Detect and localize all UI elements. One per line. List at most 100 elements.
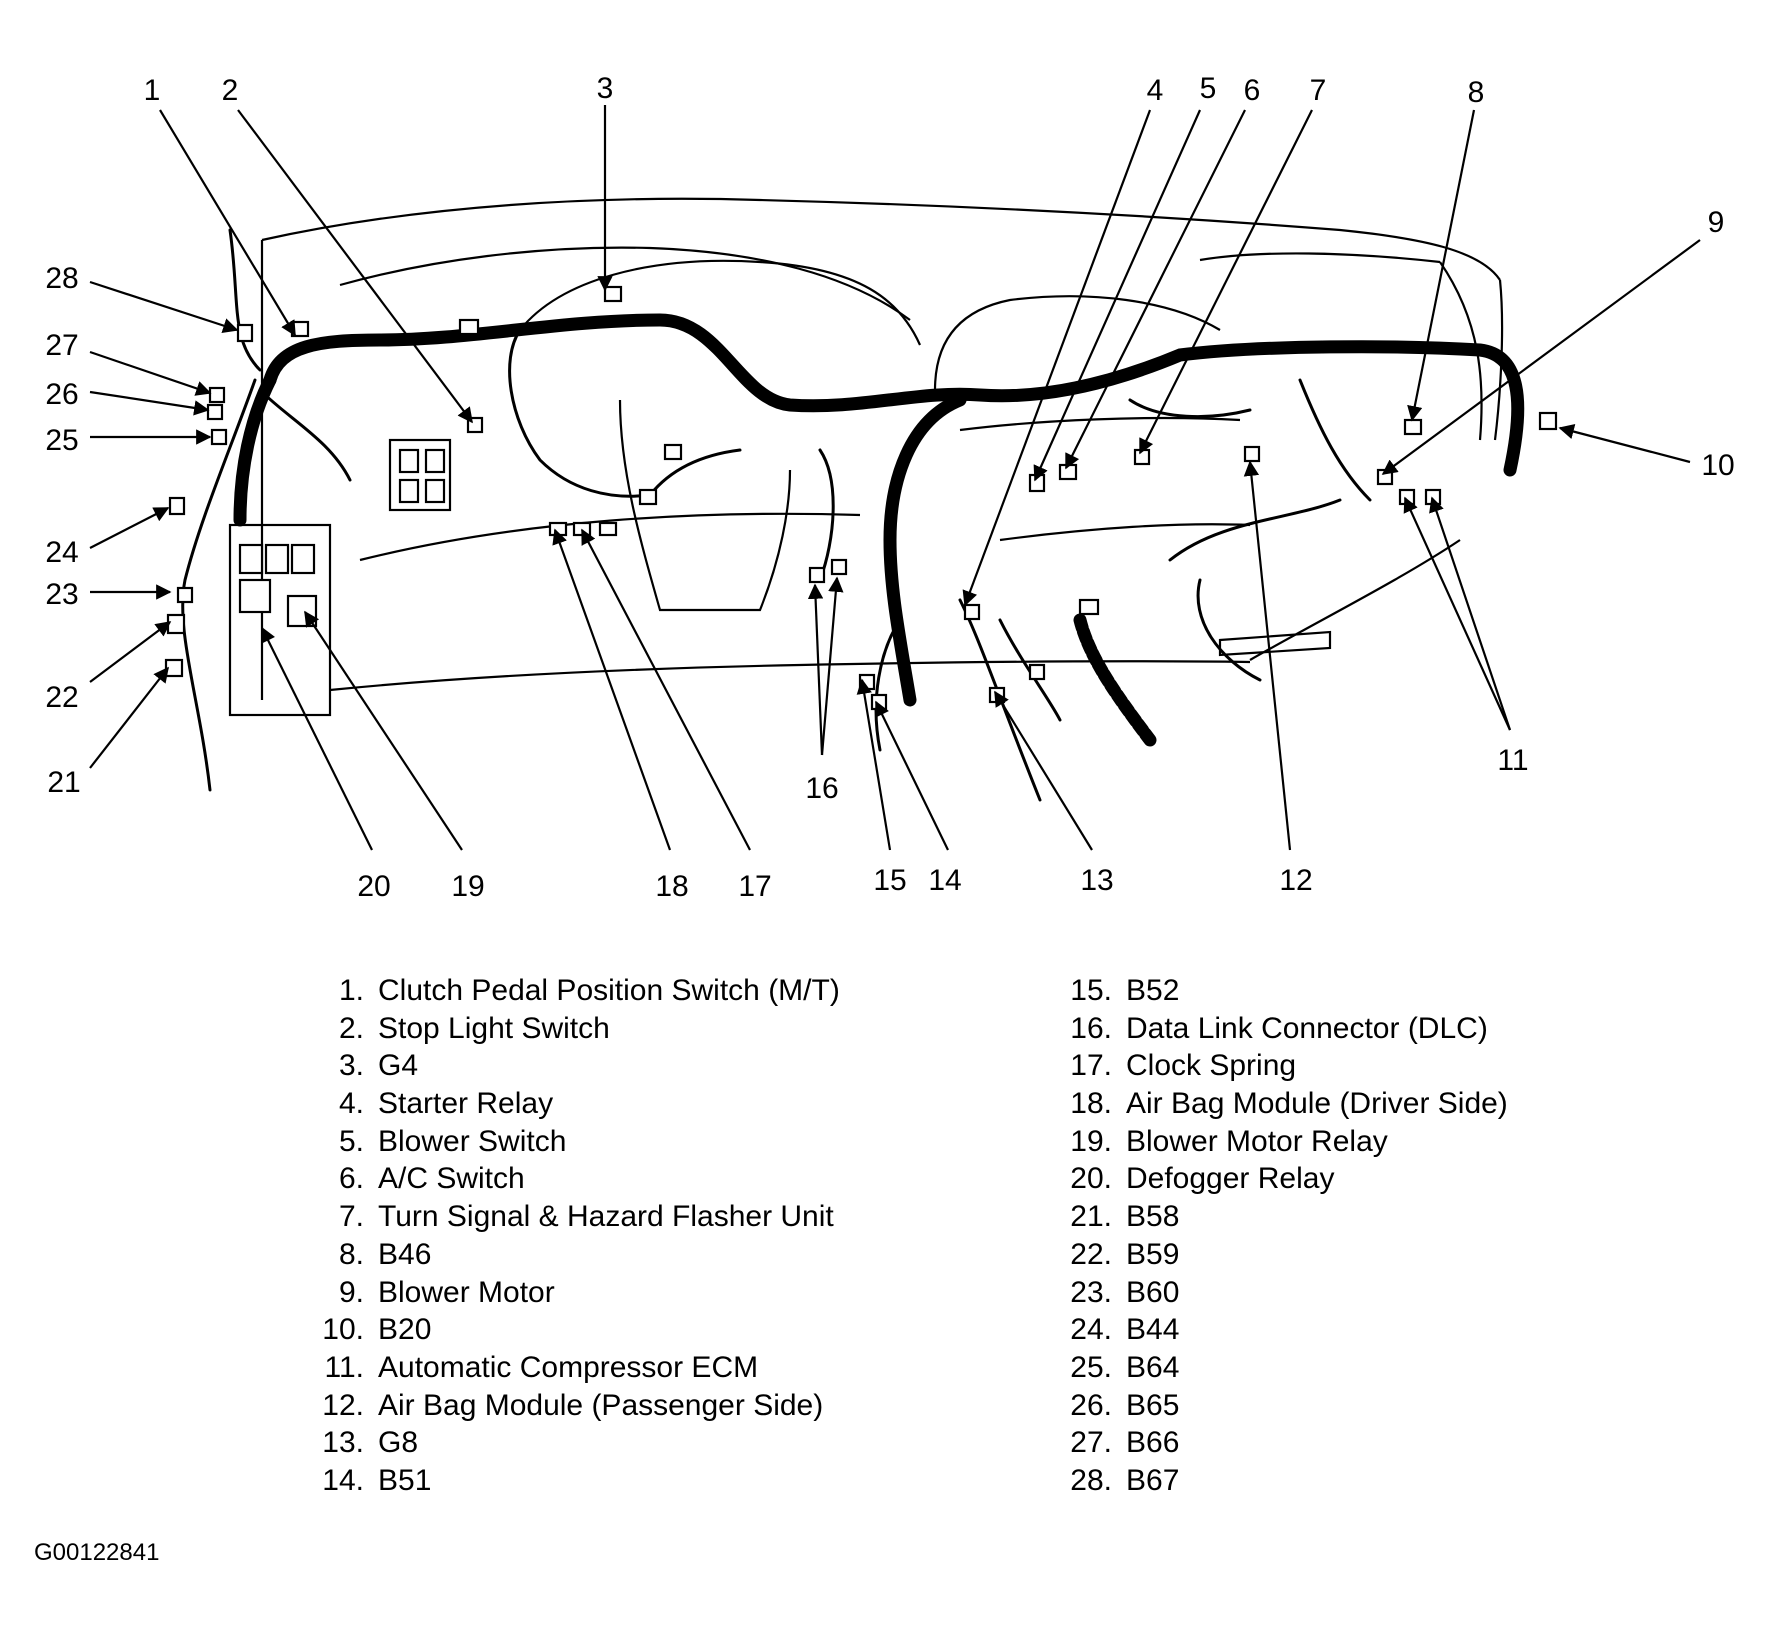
legend-number: 27.: [1070, 1426, 1112, 1460]
legend-number: 7.: [338, 1200, 364, 1234]
legend-number: 19.: [1070, 1124, 1112, 1158]
callout-4: 4: [1147, 74, 1164, 107]
legend-number: 10.: [322, 1313, 364, 1347]
legend-label: B65: [1126, 1388, 1180, 1422]
legend-number: 6.: [338, 1162, 364, 1196]
legend-number: 28.: [1070, 1463, 1112, 1497]
legend-label: G4: [378, 1049, 419, 1083]
legend-label: B44: [1126, 1313, 1180, 1347]
legend-item: 20.Defogger Relay: [1070, 1160, 1508, 1198]
callout-1: 1: [144, 74, 161, 107]
callout-13: 13: [1080, 864, 1113, 897]
callout-7: 7: [1310, 74, 1327, 107]
legend-item: 8. B46: [339, 1236, 840, 1274]
legend-label: Defogger Relay: [1126, 1162, 1335, 1196]
legend-label: Air Bag Module (Driver Side): [1126, 1087, 1508, 1121]
legend-label: B59: [1126, 1237, 1180, 1271]
legend-right-column: 15.B52 16.Data Link Connector (DLC) 17. C…: [1070, 972, 1508, 1500]
legend-item: 6.A/C Switch: [339, 1160, 840, 1198]
callout-17: 17: [738, 870, 771, 903]
legend-label: Blower Motor: [378, 1275, 555, 1309]
legend-item: 14.B51: [322, 1462, 840, 1500]
legend-item: 4. Starter Relay: [339, 1085, 840, 1123]
legend-item: 28. B67: [1070, 1462, 1508, 1500]
legend-item: 22. B59: [1070, 1236, 1508, 1274]
legend-item: 11. Automatic Compressor ECM: [325, 1349, 840, 1387]
legend-number: 12.: [322, 1388, 364, 1422]
legend-number: 15.: [1070, 974, 1112, 1007]
callout-10: 10: [1701, 449, 1734, 482]
legend-number: 1.: [338, 974, 364, 1007]
legend-item: 12. Air Bag Module (Passenger Side): [322, 1387, 840, 1425]
legend-number: 13.: [322, 1426, 364, 1460]
legend-label: Blower Switch: [378, 1124, 567, 1158]
callout-12: 12: [1279, 864, 1312, 897]
legend-label: B67: [1126, 1463, 1180, 1497]
legend-label: Air Bag Module (Passenger Side): [378, 1388, 824, 1422]
callout-20: 20: [357, 870, 390, 903]
callout-18: 18: [655, 870, 688, 903]
legend-number: 22.: [1070, 1237, 1112, 1271]
legend-number: 9.: [338, 1275, 364, 1309]
callout-27: 27: [45, 329, 78, 362]
legend-number: 3.: [338, 1049, 364, 1083]
legend-number: 25.: [1070, 1350, 1112, 1384]
callout-23: 23: [45, 578, 78, 611]
legend-item: 2. Stop Light Switch: [339, 1010, 840, 1048]
legend-label: B51: [378, 1463, 432, 1497]
wiring-harness-diagram: 1 2 3 4 5 6 7 8 9 10 11 12 13 14 15 16 1…: [45, 72, 1734, 903]
callout-9: 9: [1708, 206, 1725, 239]
callout-25: 25: [45, 424, 78, 457]
legend-label: B66: [1126, 1426, 1180, 1460]
legend-item: 5.Blower Switch: [339, 1123, 840, 1161]
legend-item: 7. Turn Signal & Hazard Flasher Unit: [339, 1198, 840, 1236]
legend-label: Blower Motor Relay: [1126, 1124, 1388, 1158]
legend-item: 21.B58: [1070, 1198, 1508, 1236]
callout-21: 21: [47, 766, 80, 799]
legend-item: 26. B65: [1070, 1387, 1508, 1425]
legend-item: 17. Clock Spring: [1070, 1047, 1508, 1085]
instrument-panel-outline: [260, 197, 1504, 700]
callout-3: 3: [597, 72, 614, 105]
legend-number: 11.: [324, 1350, 364, 1384]
legend-item: 16.Data Link Connector (DLC): [1070, 1010, 1508, 1048]
legend-label: G8: [378, 1426, 419, 1460]
callout-numbers: 1 2 3 4 5 6 7 8 9 10 11 12 13 14 15 16 1…: [45, 72, 1734, 903]
legend-item: 15.B52: [1070, 972, 1508, 1010]
legend-number: 26.: [1070, 1388, 1112, 1422]
legend-label: Stop Light Switch: [378, 1011, 610, 1045]
legend-item: 19. Blower Motor Relay: [1070, 1123, 1508, 1161]
legend-item: 27. B66: [1070, 1424, 1508, 1462]
legend-label: B20: [378, 1313, 432, 1347]
legend-item: 23.B60: [1070, 1274, 1508, 1312]
legend-label: Automatic Compressor ECM: [378, 1350, 759, 1384]
figure-id: G00122841: [34, 1539, 160, 1566]
legend-number: 8.: [338, 1237, 364, 1271]
legend-number: 21.: [1070, 1200, 1112, 1234]
legend-number: 17.: [1070, 1049, 1112, 1083]
legend-number: 2.: [338, 1011, 364, 1045]
legend-item: 3. G4: [339, 1047, 840, 1085]
leader-lines: [89, 105, 1701, 851]
legend-label: Clock Spring: [1126, 1049, 1297, 1083]
callout-8: 8: [1468, 76, 1485, 109]
legend-label: B60: [1126, 1275, 1180, 1309]
legend-label: Clutch Pedal Position Switch (M/T): [378, 974, 840, 1007]
legend-label: Starter Relay: [378, 1087, 554, 1121]
legend-item: 25.B64: [1070, 1349, 1508, 1387]
legend-number: 18.: [1070, 1087, 1112, 1121]
legend-label: Turn Signal & Hazard Flasher Unit: [378, 1200, 834, 1234]
legend-label: B46: [378, 1237, 432, 1271]
legend-number: 4.: [338, 1087, 364, 1121]
connectors: [164, 285, 1558, 711]
legend-left-column: 1. Clutch Pedal Position Switch (M/T) 2. S…: [322, 972, 840, 1500]
callout-26: 26: [45, 378, 78, 411]
callout-16: 16: [805, 772, 838, 805]
callout-6: 6: [1244, 74, 1261, 107]
legend-item: 10. B20: [322, 1311, 840, 1349]
legend-number: 24.: [1070, 1313, 1112, 1347]
legend-item: 13. G8: [322, 1424, 840, 1462]
legend-number: 16.: [1070, 1011, 1112, 1045]
callout-19: 19: [451, 870, 484, 903]
legend-item: 9. Blower Motor: [339, 1274, 840, 1312]
